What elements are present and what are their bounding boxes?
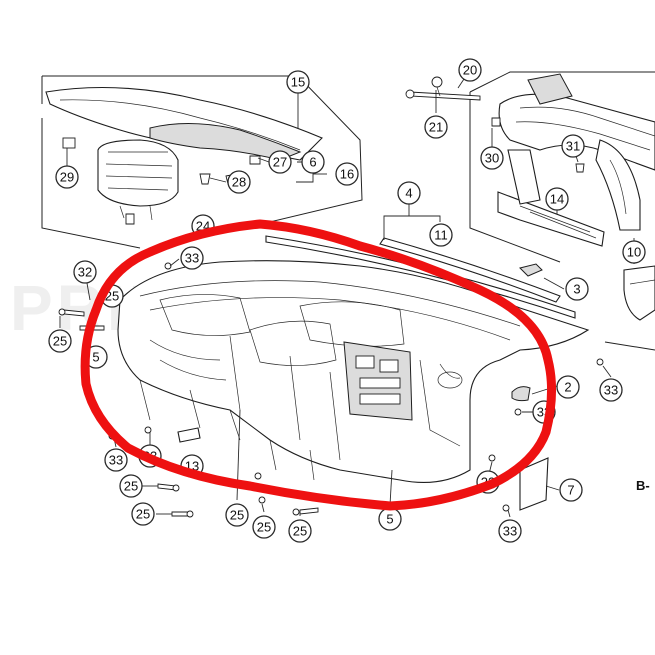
svg-text:3: 3 — [573, 282, 580, 297]
svg-text:33: 33 — [185, 251, 199, 266]
svg-text:7: 7 — [567, 483, 574, 498]
svg-text:25: 25 — [293, 524, 307, 539]
callout-25-e[interactable]: 25 — [288, 519, 312, 543]
callout-29[interactable]: 29 — [55, 165, 79, 189]
callout-28[interactable]: 28 — [227, 170, 251, 194]
svg-text:6: 6 — [309, 155, 316, 170]
callout-3[interactable]: 3 — [565, 277, 589, 301]
svg-text:16: 16 — [340, 167, 354, 182]
callout-30[interactable]: 30 — [480, 146, 504, 170]
callout-2[interactable]: 2 — [556, 375, 580, 399]
callout-31[interactable]: 31 — [561, 134, 585, 158]
svg-text:33: 33 — [604, 383, 618, 398]
svg-text:32: 32 — [78, 265, 92, 280]
callout-25-b[interactable]: 25 — [131, 502, 155, 526]
callout-25-d[interactable]: 25 — [252, 515, 276, 539]
callout-11[interactable]: 11 — [429, 223, 453, 247]
red-highlight-outline — [80, 219, 557, 511]
side-bracket — [623, 265, 655, 321]
steering-hanger-group — [405, 71, 655, 351]
page-reference: B- — [636, 478, 650, 493]
svg-text:25: 25 — [257, 520, 271, 535]
upper-left-group — [41, 75, 363, 249]
svg-text:5: 5 — [386, 512, 393, 527]
svg-text:4: 4 — [405, 186, 412, 201]
callout-6[interactable]: 6 — [301, 150, 325, 174]
callout-15[interactable]: 15 — [286, 70, 310, 94]
svg-text:25: 25 — [136, 507, 150, 522]
callout-4[interactable]: 4 — [397, 181, 421, 205]
center-bracket — [497, 191, 605, 247]
svg-text:31: 31 — [566, 139, 580, 154]
svg-text:2: 2 — [564, 380, 571, 395]
svg-text:11: 11 — [434, 228, 448, 243]
airbag-module — [97, 139, 179, 207]
svg-text:27: 27 — [273, 155, 287, 170]
svg-text:21: 21 — [429, 120, 443, 135]
dashboard-assembly — [117, 235, 590, 511]
svg-text:25: 25 — [230, 508, 244, 523]
svg-text:33: 33 — [503, 524, 517, 539]
callout-25-c[interactable]: 25 — [225, 503, 249, 527]
svg-text:10: 10 — [627, 245, 641, 260]
svg-text:15: 15 — [291, 75, 305, 90]
svg-text:29: 29 — [60, 170, 74, 185]
svg-text:30: 30 — [485, 151, 499, 166]
svg-text:20: 20 — [463, 63, 477, 78]
callout-16[interactable]: 16 — [335, 162, 359, 186]
callout-7[interactable]: 7 — [559, 478, 583, 502]
callout-21[interactable]: 21 — [424, 115, 448, 139]
callout-32[interactable]: 32 — [73, 260, 97, 284]
callout-33-right[interactable]: 33 — [599, 378, 623, 402]
callout-33-lower-left[interactable]: 33 — [104, 448, 128, 472]
callout-25-a[interactable]: 25 — [119, 474, 143, 498]
callout-20[interactable]: 20 — [458, 58, 482, 82]
svg-text:14: 14 — [550, 192, 564, 207]
svg-text:28: 28 — [232, 175, 246, 190]
svg-text:25: 25 — [124, 479, 138, 494]
callout-5-bottom[interactable]: 5 — [378, 507, 402, 531]
callout-33-bottom[interactable]: 33 — [498, 519, 522, 543]
callout-33-top[interactable]: 33 — [180, 246, 204, 270]
callout-25-left[interactable]: 25 — [48, 329, 72, 353]
callout-27[interactable]: 27 — [268, 150, 292, 174]
callout-10[interactable]: 10 — [622, 240, 646, 264]
svg-text:5: 5 — [92, 350, 99, 365]
callout-14[interactable]: 14 — [545, 187, 569, 211]
svg-text:33: 33 — [109, 453, 123, 468]
svg-text:25: 25 — [53, 334, 67, 349]
